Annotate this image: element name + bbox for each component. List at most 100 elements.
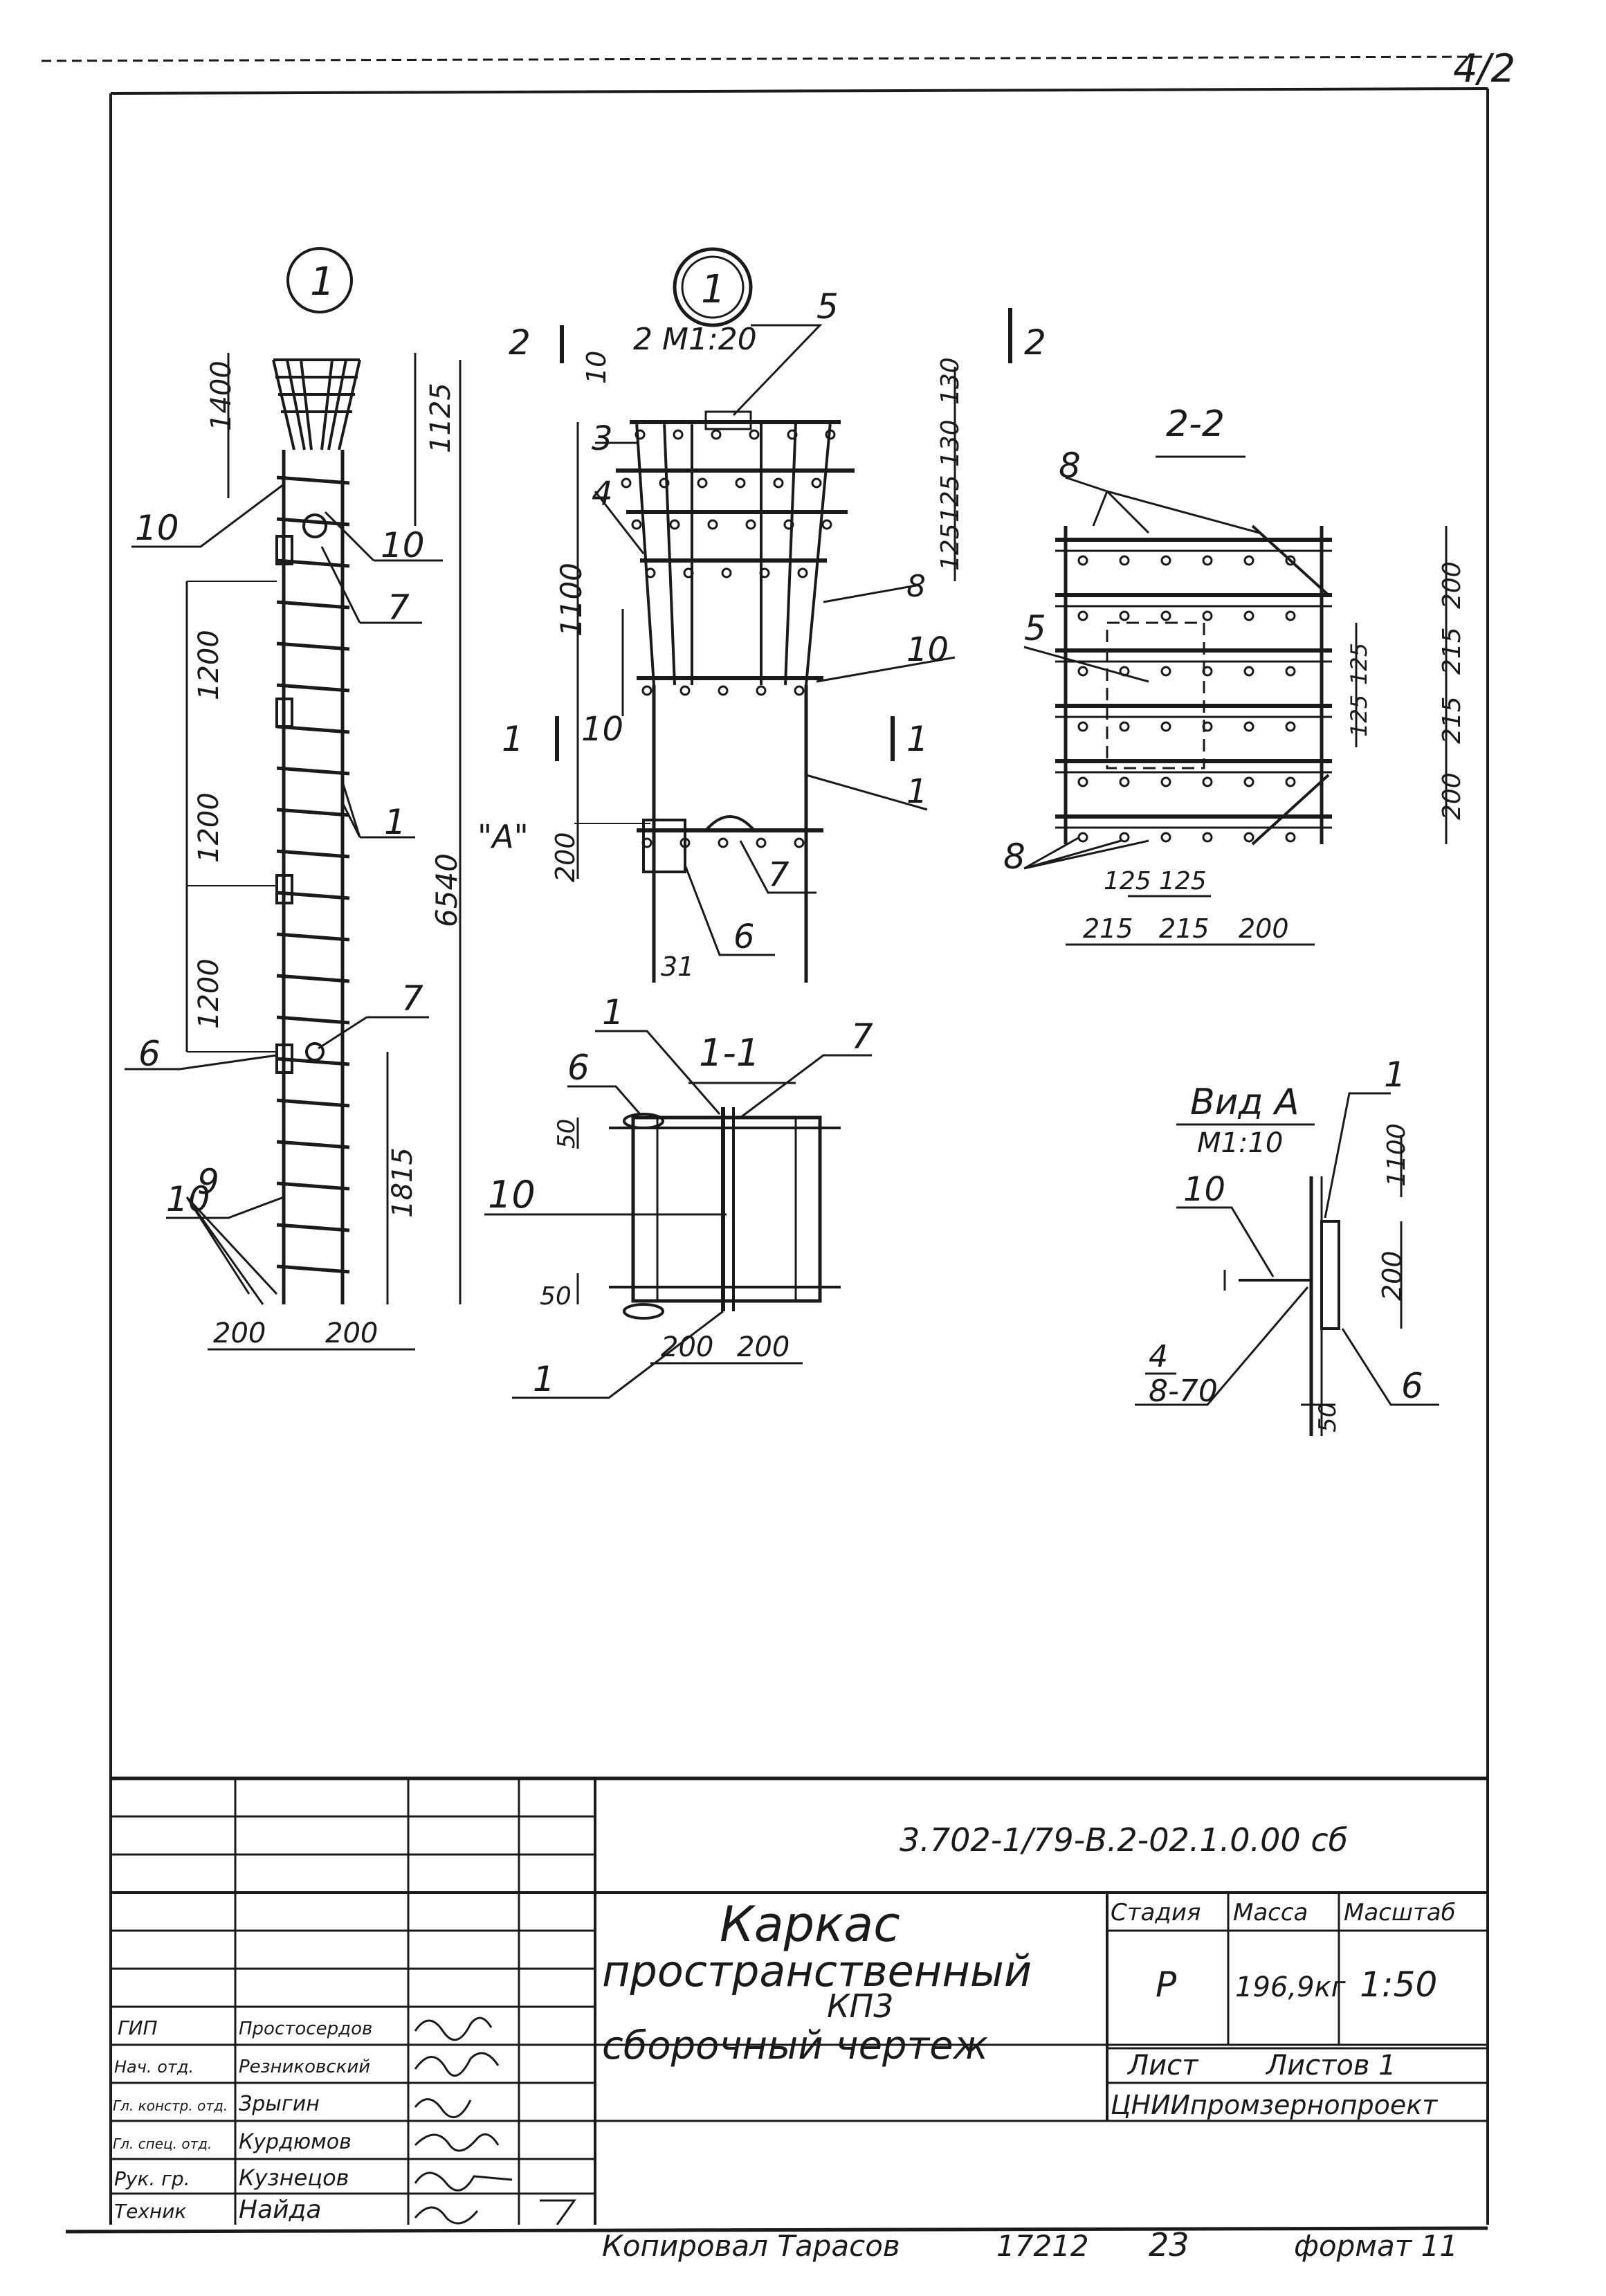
elev-stirrup-2 [276,558,350,568]
scale-header: Масштаб [1344,1899,1456,1926]
sec22-rod-2-1565 [1077,666,1088,677]
detail-rod-4-990 [679,685,691,696]
detail-rod-1-960 [659,477,670,489]
sec22-rod-5-1625 [1119,832,1130,843]
elev-stirrup-13 [276,1015,350,1025]
detail-rod-2-920 [631,519,642,530]
section-mark-2-right: 2 [1024,322,1046,363]
sec22-rod-4-1625 [1119,776,1130,787]
stage-value: Р [1156,1965,1177,2005]
sec22-rod-1-1865 [1285,610,1296,621]
detail-rod-5-1155 [794,837,805,848]
detail-marker: 1 [701,267,726,312]
sec22-dim-b2: 125 [1159,867,1207,895]
sec22-rod-4-1805 [1243,776,1254,787]
view-a-dim-200: 200 [1377,1250,1407,1301]
detail-rod-2-1195 [821,519,832,530]
elev-stirrup-8 [276,808,350,817]
view-a-dim-1100: 1100 [1383,1123,1411,1187]
detail-rod-1-1070 [735,477,746,489]
view-a-callout-4: 4 [1149,1339,1168,1374]
detail-rod-0-1035 [711,429,722,440]
sec22-callout-8-bottom: 8 [1003,837,1025,877]
sec22-rod-3-1805 [1243,721,1254,732]
detail-rod-4-1155 [794,685,805,696]
sig-name-1: Простосердов [239,2019,372,2039]
elev-dim-1200a: 1200 [193,630,225,700]
detail-rod-0-1090 [749,429,760,440]
detail-dim-125a: 125 [936,475,965,522]
sec22-dim-b4: 215 [1159,913,1210,944]
elev-callout-7b: 7 [401,978,423,1019]
sec22-dim-b1: 125 [1104,867,1151,895]
mass-value: 196,9кг [1235,1971,1347,2003]
sig-role-6: Техник [114,2200,186,2223]
sig-role-4: Гл. спец. отд. [113,2135,212,2152]
detail-rod-5-1100 [756,837,767,848]
elev-dim-1200b: 1200 [193,792,225,863]
stage-header: Стадия [1111,1899,1201,1926]
sec22-rod-5-1745 [1202,832,1213,843]
sec22-rod-0-1745 [1202,555,1213,566]
elev-stirrup-3 [276,600,350,610]
detail-label: 2 М1:20 [633,322,757,357]
sheet-frame [41,55,1489,2234]
sec22-rod-0-1565 [1077,555,1088,566]
signature-scribbles [414,2016,576,2225]
organization: ЦНИИпромзернопроект [1111,2090,1439,2120]
sheets-label: Листов 1 [1265,2050,1396,2081]
sec22-rod-4-1865 [1285,776,1296,787]
elev-dim-200-left: 200 [213,1318,266,1349]
elev-stirrup-9 [276,849,350,859]
elev-stirrup-5 [276,683,350,693]
view-a-scale: М1:10 [1197,1127,1283,1159]
detail-dim-130a: 130 [936,357,965,405]
detail-rod-4-1100 [756,685,767,696]
elev-callout-6: 6 [138,1034,161,1074]
view-a-callout-6: 6 [1401,1366,1423,1406]
sig-name-2: Резниковский [239,2057,370,2077]
doc-code: 3.702-1/79-В.2-02.1.0.00 сб [900,1821,1348,1859]
title-line-3: КП3 [827,1987,894,2025]
sec22-rod-1-1745 [1202,610,1213,621]
detail-callout-4: 4 [592,475,613,513]
footer-order: 17212 [996,2229,1089,2263]
elev-stirrup-7 [276,766,350,776]
detail-dim-200: 200 [550,832,581,882]
detail-rod-1-905 [621,477,632,489]
section-2-2-title: 2-2 [1166,403,1225,445]
elev-stirrup-15 [276,1098,350,1108]
view-a-callout-10: 10 [1183,1170,1225,1209]
sec22-rod-2-1805 [1243,666,1254,677]
sec11-callout-1-top: 1 [602,992,624,1032]
sec11-dim-50-top: 50 [553,1119,581,1149]
sec22-rod-2-1685 [1160,666,1171,677]
sec11-callout-7: 7 [851,1017,873,1057]
detail-rod-1-1180 [811,477,822,489]
elev-callout-7a: 7 [387,587,410,628]
sec22-rod-3-1865 [1285,721,1296,732]
title-line-2: пространственный [602,1946,1032,1996]
sec11-callout-6: 6 [567,1048,590,1088]
footer-format: формат 11 [1294,2229,1458,2263]
detail-callout-10a: 10 [906,630,949,669]
detail-callout-1: 1 [906,772,928,811]
detail-rod-5-1045 [718,837,729,848]
detail-rod-3-1050 [721,567,732,578]
detail-rod-4-1045 [718,685,729,696]
title-block [111,1776,1488,2225]
sec22-dim-b5: 200 [1239,913,1289,944]
sec22-rod-1-1805 [1243,610,1254,621]
sec22-rod-0-1805 [1243,555,1254,566]
elev-stirrup-0 [276,475,350,485]
elev-callout-9: 9 [197,1162,219,1202]
view-a-callout-1: 1 [1384,1055,1406,1095]
elev-stirrup-11 [276,932,350,942]
elev-stirrup-17 [276,1181,350,1191]
detail-rod-2-1030 [707,519,718,530]
detail-callout-7: 7 [768,855,790,894]
sec22-rod-1-1685 [1160,610,1171,621]
elev-callout-1: 1 [384,802,406,842]
sec22-dim-i2: 125 [1346,695,1372,737]
